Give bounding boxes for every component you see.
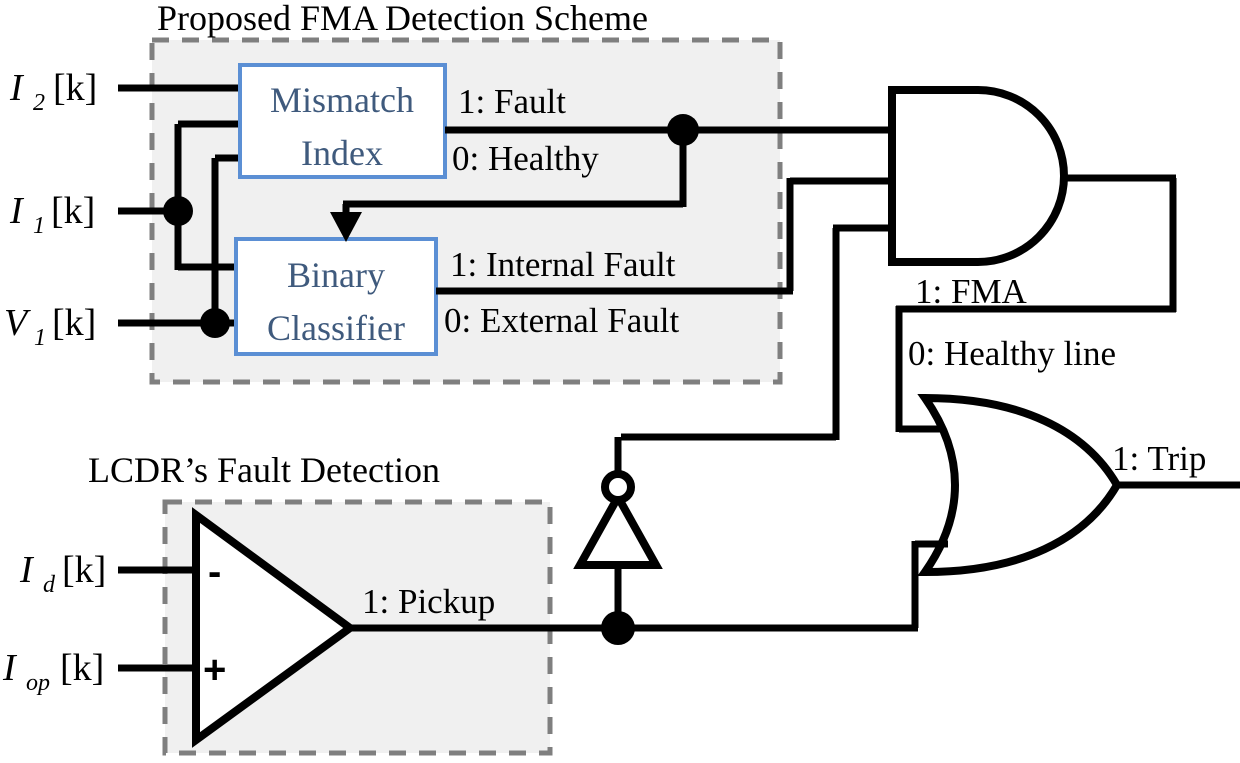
mismatch-index-block[interactable] [238, 63, 447, 179]
input-label-v1: V 1 [k] [4, 302, 96, 351]
junction-dot-i1 [163, 196, 193, 226]
proposed-scheme-title: Proposed FMA Detection Scheme [157, 0, 648, 38]
input-i2-index: [k] [53, 67, 97, 109]
or-gate[interactable] [917, 393, 1122, 577]
label-mismatch-out-0: 0: Healthy [452, 139, 599, 178]
comparator-plus-sign: + [203, 648, 226, 692]
junction-dot-v1 [200, 308, 230, 338]
binary-classifier-block[interactable] [234, 237, 438, 356]
comparator-triangle[interactable] [192, 507, 357, 748]
input-i1-index: [k] [51, 190, 95, 232]
label-and-out-0: 0: Healthy line [908, 334, 1116, 373]
input-label-i1: I 1 [k] [9, 190, 95, 239]
comparator-minus-sign: - [208, 550, 221, 594]
binary-classifier-line2: Classifier [267, 308, 405, 348]
input-id-base: I [19, 549, 35, 591]
label-and-out-1: 1: FMA [915, 272, 1028, 311]
input-label-id: I d [k] [19, 549, 106, 598]
input-id-index: [k] [62, 549, 106, 591]
label-pickup: 1: Pickup [362, 582, 495, 621]
arrowhead-into-classifier [330, 212, 362, 242]
lcdr-title: LCDR’s Fault Detection [88, 450, 440, 490]
input-id-sub: d [43, 572, 56, 598]
not-gate-inverter[interactable] [573, 488, 663, 569]
and-gate[interactable] [888, 86, 1068, 266]
input-v1-index: [k] [52, 302, 96, 344]
mismatch-index-line2: Index [301, 133, 383, 173]
input-i1-base: I [9, 190, 25, 232]
input-iop-index: [k] [60, 647, 104, 689]
input-v1-base: V [4, 302, 31, 344]
input-v1-sub: 1 [34, 325, 46, 351]
mismatch-index-line1: Mismatch [270, 80, 414, 120]
input-i1-sub: 1 [33, 213, 45, 239]
input-iop-sub: op [26, 670, 50, 696]
label-mismatch-out-1: 1: Fault [458, 82, 566, 121]
binary-classifier-line1: Binary [287, 255, 385, 295]
label-trip: 1: Trip [1112, 439, 1206, 478]
input-i2-sub: 2 [33, 90, 45, 116]
junction-dot-mismatch-output [667, 114, 699, 146]
label-classifier-out-0: 0: External Fault [444, 301, 680, 340]
input-label-i2: I 2 [k] [9, 67, 97, 116]
label-classifier-out-1: 1: Internal Fault [450, 245, 676, 284]
input-label-iop: I op [k] [2, 647, 104, 696]
input-i2-base: I [9, 67, 25, 109]
not-gate-bubble-icon [601, 470, 635, 504]
input-iop-base: I [2, 647, 18, 689]
